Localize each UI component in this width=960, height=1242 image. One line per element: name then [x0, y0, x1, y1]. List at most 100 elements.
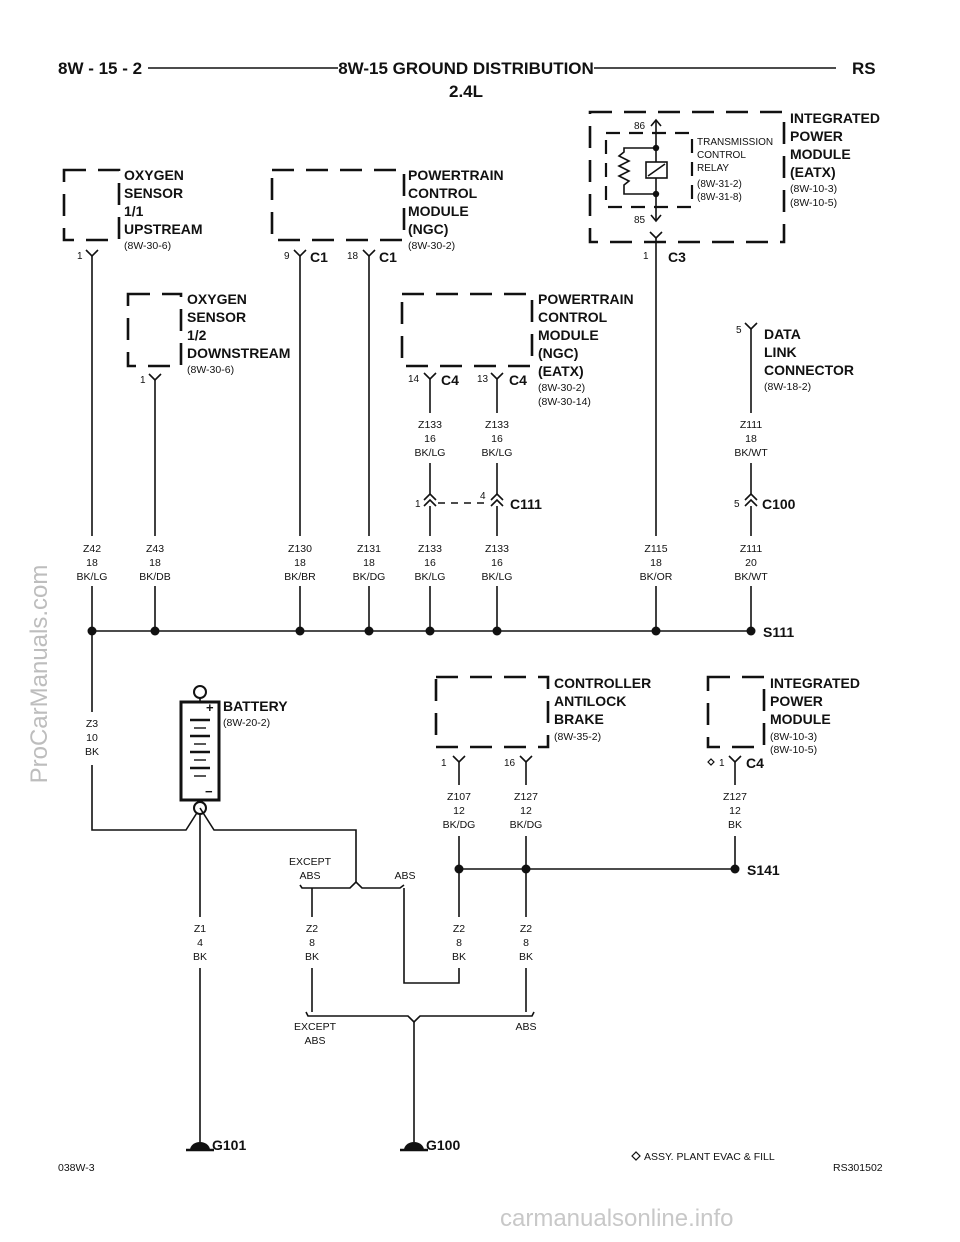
- pcm-mid-pin-a: 14: [408, 374, 420, 385]
- z130-gauge: 18: [294, 557, 306, 569]
- pcm-mid-pin-b: 13: [477, 374, 489, 385]
- battery-ground-wires: Z1 4 BK: [193, 807, 357, 1142]
- pcm-mid-title-1: POWERTRAIN: [538, 291, 634, 307]
- z42-color: BK/LG: [77, 571, 108, 583]
- s111-node: [295, 626, 305, 636]
- tcr-ref-1: (8W-31-2): [697, 179, 742, 190]
- pcm-mid-ref-2: (8W-30-14): [538, 396, 591, 408]
- s111-node: [150, 626, 160, 636]
- z133b-up-color: BK/LG: [482, 447, 513, 459]
- z130-color: BK/BR: [284, 571, 316, 583]
- z115-color: BK/OR: [640, 571, 673, 583]
- pcm-mid-title-5: (EATX): [538, 363, 584, 379]
- z111-up-gauge: 18: [745, 433, 757, 445]
- pcm-mid-conn-a: C4: [441, 372, 459, 388]
- z127a-terminal: [519, 755, 533, 764]
- z43-terminal: [148, 373, 162, 382]
- oxygen-sensor-downstream-title-3: 1/2: [187, 327, 207, 343]
- ipm-eatx-top-ref-1: (8W-10-3): [790, 183, 837, 195]
- z131-circuit: Z131: [357, 543, 381, 555]
- splice-s111: S111: [87, 624, 794, 640]
- z133a-up-gauge: 16: [424, 433, 436, 445]
- z42-gauge: 18: [86, 557, 98, 569]
- battery-plus-sign: +: [206, 700, 214, 715]
- z130-terminal: [293, 249, 307, 258]
- tcr-coil-diagonal: [647, 163, 666, 177]
- ipm-eatx-top-ref-2: (8W-10-5): [790, 197, 837, 209]
- z107-gauge: 12: [453, 805, 465, 817]
- z43-circuit: Z43: [146, 543, 164, 555]
- z133b-up-gauge: 16: [491, 433, 503, 445]
- z131-terminal: [362, 249, 376, 258]
- oxygen-sensor-downstream-title-2: SENSOR: [187, 309, 246, 325]
- c100-mark-down: [744, 498, 758, 507]
- z115-gauge: 18: [650, 557, 662, 569]
- dlc-ref: (8W-18-2): [764, 381, 811, 393]
- c111-pin4-mark-up: [490, 492, 504, 501]
- pcm-ngc-top-conn-a: C1: [310, 249, 328, 265]
- pcm-ngc-top-title-1: POWERTRAIN: [408, 167, 504, 183]
- pcm-mid-ref-1: (8W-30-2): [538, 382, 585, 394]
- abs-jumper-wire: [403, 888, 460, 984]
- footer-part-code: RS301502: [833, 1162, 883, 1174]
- tcr-pin-86: 86: [634, 121, 646, 132]
- option-bar-top: EXCEPT ABS ABS Z2 8 BK: [289, 856, 460, 1012]
- c111-pin1-mark-up: [423, 492, 437, 501]
- z107-circuit: Z107: [447, 791, 471, 803]
- battery: + − BATTERY (8W-20-2): [179, 685, 288, 815]
- z111-up-circuit: Z111: [740, 419, 763, 431]
- z111-up-color: BK/WT: [734, 447, 768, 459]
- ipm-lower: INTEGRATED POWER MODULE (8W-10-3) (8W-10…: [706, 675, 860, 785]
- z115-circuit: Z115: [644, 543, 667, 555]
- cab-title-3: BRAKE: [554, 711, 604, 727]
- cab-pin-a: 1: [441, 758, 447, 769]
- bottom-watermark: carmanualsonline.info: [500, 1205, 734, 1232]
- ipm-lower-pin: 1: [719, 758, 725, 769]
- header-page-number: 8W - 15 - 2: [58, 59, 142, 78]
- wire-labels-upper: Z133 16 BK/LG Z133 16 BK/LG Z111 18 BK/W…: [415, 419, 769, 459]
- option-bar-bottom: EXCEPT ABS ABS: [294, 1011, 537, 1142]
- except-abs-top-line2: ABS: [299, 870, 320, 882]
- z1-color: BK: [193, 951, 207, 963]
- z133a-low-circuit: Z133: [418, 543, 442, 555]
- ground-g101-icon: [190, 1142, 210, 1150]
- pcm-ngc-top-title-4: (NGC): [408, 221, 448, 237]
- option-bar-bottom-line: [305, 1011, 535, 1024]
- cab-title-2: ANTILOCK: [554, 693, 626, 709]
- footer-note: ASSY. PLANT EVAC & FILL: [644, 1151, 775, 1163]
- z127b-terminal: [728, 755, 742, 764]
- z133b-low-gauge: 16: [491, 557, 503, 569]
- ipm-lower-title-3: MODULE: [770, 711, 831, 727]
- z2a-color: BK: [305, 951, 319, 963]
- pcm-mid-conn-b: C4: [509, 372, 527, 388]
- c111-label: C111: [510, 496, 542, 512]
- pcm-ngc-top-title-3: MODULE: [408, 203, 469, 219]
- z131-gauge: 18: [363, 557, 375, 569]
- oxygen-sensor-downstream-box: [126, 292, 183, 368]
- z107-terminal: [452, 755, 466, 764]
- z107-color: BK/DG: [443, 819, 476, 831]
- pcm-mid-title-3: MODULE: [538, 327, 599, 343]
- dlc-title-1: DATA: [764, 326, 801, 342]
- z1-circuit: Z1: [194, 923, 206, 935]
- z1-gauge: 4: [197, 937, 203, 949]
- abs-bottom: ABS: [515, 1021, 536, 1033]
- cab-title-1: CONTROLLER: [554, 675, 651, 691]
- ipm-lower-title-1: INTEGRATED: [770, 675, 860, 691]
- oxygen-sensor-upstream-title-3: 1/1: [124, 203, 144, 219]
- z42-circuit: Z42: [83, 543, 101, 555]
- ground-g100-label: G100: [426, 1137, 460, 1153]
- oxygen-sensor-upstream-pin: 1: [77, 251, 83, 262]
- oxygen-sensor-upstream-ref: (8W-30-6): [124, 240, 171, 252]
- oxygen-sensor-upstream-title-2: SENSOR: [124, 185, 183, 201]
- z133b-low-color: BK/LG: [482, 571, 513, 583]
- z130-circuit: Z130: [288, 543, 312, 555]
- s111-node: [364, 626, 374, 636]
- dlc-title-2: LINK: [764, 344, 797, 360]
- z42-terminal: [85, 249, 99, 258]
- wire-labels-s111-row: Z42 18 BK/LG Z43 18 BK/DB Z130 18 BK/BR …: [77, 543, 769, 583]
- z2b-color: BK: [452, 951, 466, 963]
- c100-pin: 5: [734, 499, 740, 510]
- oxygen-sensor-upstream-box: [62, 168, 121, 242]
- pcm-mid-title-2: CONTROL: [538, 309, 608, 325]
